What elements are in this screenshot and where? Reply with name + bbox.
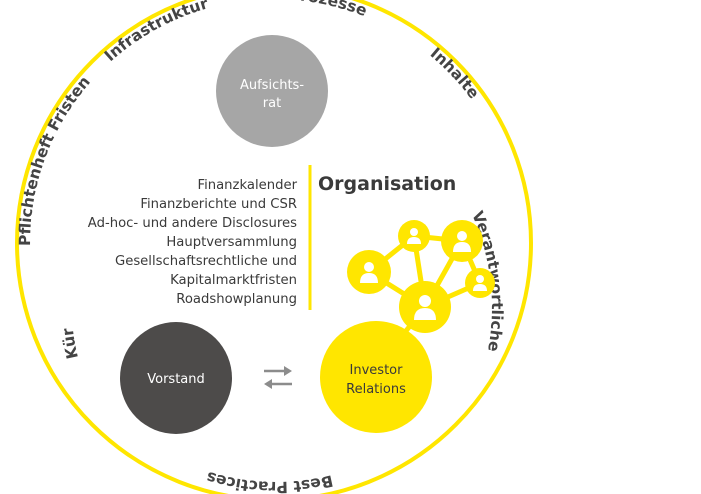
aufsichtsrat-label-line1: Aufsichts- — [240, 78, 304, 93]
people-network-icon — [347, 220, 495, 372]
investor-relations-label-line2: Relations — [346, 382, 406, 397]
svg-text:Kür: Kür — [59, 327, 82, 361]
topic-list: Finanzkalender Finanzberichte und CSR Ad… — [88, 178, 298, 307]
aufsichtsrat-node: Aufsichts- rat — [216, 35, 328, 147]
ring-label-kuer: Kür — [59, 327, 82, 361]
topic-item: Finanzkalender — [197, 178, 297, 193]
vorstand-label: Vorstand — [147, 372, 205, 387]
topic-item: Kapitalmarktfristen — [170, 273, 297, 288]
exchange-arrows-icon — [264, 366, 292, 389]
topic-item: Finanzberichte und CSR — [140, 197, 297, 212]
aufsichtsrat-label-line2: rat — [263, 96, 281, 111]
organisation-heading: Organisation — [318, 173, 456, 195]
vorstand-node: Vorstand — [120, 322, 232, 434]
investor-relations-node: Investor Relations — [320, 321, 432, 433]
investor-relations-label-line1: Investor — [350, 363, 404, 378]
topic-item: Gesellschaftsrechtliche und — [115, 254, 297, 269]
topic-item: Ad-hoc- und andere Disclosures — [88, 216, 297, 231]
topic-item: Roadshowplanung — [176, 292, 297, 307]
topic-item: Hauptversammlung — [166, 235, 297, 250]
